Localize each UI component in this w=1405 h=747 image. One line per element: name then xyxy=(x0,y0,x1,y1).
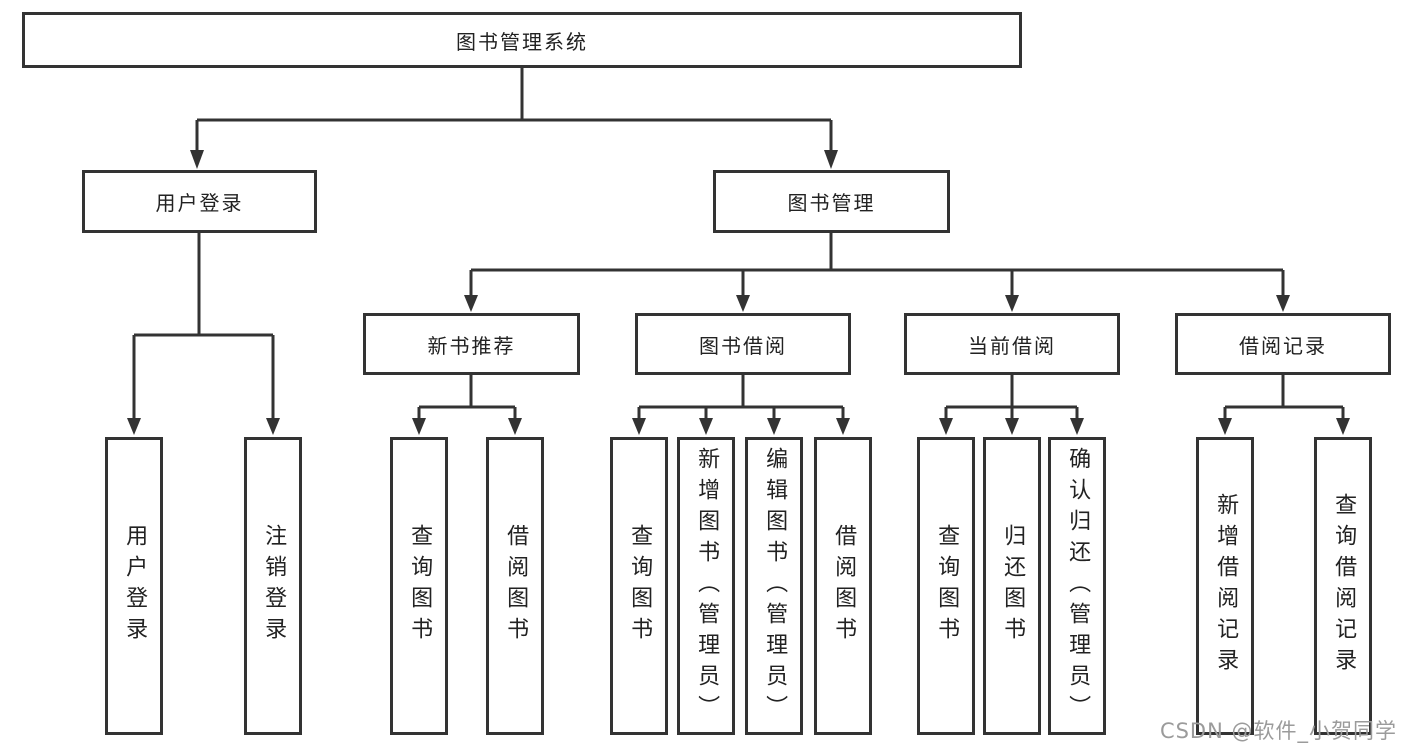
leaf-query-books-1: 查询图书 xyxy=(390,437,448,735)
edge-borrow-records-split xyxy=(1223,375,1345,420)
edge-new-book-rec-split xyxy=(417,375,517,420)
leaf-add-borrow-record-label: 新增借阅记录 xyxy=(1213,493,1239,679)
node-current-borrow-label: 当前借阅 xyxy=(968,333,1056,358)
leaf-query-books-1-label: 查询图书 xyxy=(407,524,433,648)
leaf-borrow-books-1: 借阅图书 xyxy=(486,437,544,735)
edge-user-login-split xyxy=(132,233,275,419)
leaf-add-book-admin-label: 新增图书（管理员） xyxy=(694,446,720,726)
leaf-logout-label: 注销登录 xyxy=(261,524,287,648)
csdn-watermark: CSDN @软件_小贺同学 xyxy=(1159,719,1397,743)
leaf-add-borrow-record: 新增借阅记录 xyxy=(1196,437,1254,735)
node-borrow-records: 借阅记录 xyxy=(1175,313,1391,375)
leaf-edit-book-admin: 编辑图书（管理员） xyxy=(745,437,803,735)
node-current-borrow: 当前借阅 xyxy=(904,313,1120,375)
edge-current-borrow-split xyxy=(944,375,1079,420)
leaf-edit-book-admin-label: 编辑图书（管理员） xyxy=(762,446,788,726)
edge-book-borrow-split xyxy=(637,375,845,420)
leaf-query-books-2: 查询图书 xyxy=(610,437,668,735)
leaf-add-book-admin: 新增图书（管理员） xyxy=(677,437,735,735)
node-user-login-label: 用户登录 xyxy=(155,191,244,215)
node-new-book-rec-label: 新书推荐 xyxy=(427,333,516,358)
node-book-mgmt-label: 图书管理 xyxy=(787,191,876,215)
leaf-borrow-books-2-label: 借阅图书 xyxy=(831,524,857,648)
leaf-return-book-label: 归还图书 xyxy=(1000,524,1026,648)
leaf-return-book: 归还图书 xyxy=(983,437,1041,735)
node-user-login: 用户登录 xyxy=(82,170,317,233)
leaf-query-books-3-label: 查询图书 xyxy=(934,524,960,648)
leaf-user-login: 用户登录 xyxy=(105,437,163,735)
leaf-borrow-books-2: 借阅图书 xyxy=(814,437,872,735)
node-root-label: 图书管理系统 xyxy=(456,29,588,54)
leaf-borrow-books-1-label: 借阅图书 xyxy=(503,524,529,648)
node-root: 图书管理系统 xyxy=(22,12,1022,68)
node-new-book-rec: 新书推荐 xyxy=(363,313,580,375)
node-book-borrow: 图书借阅 xyxy=(635,313,851,375)
leaf-query-borrow-record: 查询借阅记录 xyxy=(1314,437,1372,735)
leaf-query-books-3: 查询图书 xyxy=(917,437,975,735)
leaf-user-login-label: 用户登录 xyxy=(122,524,148,648)
edge-book-mgmt-split xyxy=(469,233,1285,298)
node-book-borrow-label: 图书借阅 xyxy=(699,333,787,358)
leaf-query-books-2-label: 查询图书 xyxy=(627,524,653,648)
leaf-query-borrow-record-label: 查询借阅记录 xyxy=(1331,493,1357,679)
leaf-confirm-return-admin: 确认归还（管理员） xyxy=(1048,437,1106,735)
node-book-mgmt: 图书管理 xyxy=(713,170,950,233)
leaf-logout: 注销登录 xyxy=(244,437,302,735)
edge-root-split xyxy=(195,68,833,152)
node-borrow-records-label: 借阅记录 xyxy=(1239,333,1327,358)
leaf-confirm-return-admin-label: 确认归还（管理员） xyxy=(1065,446,1091,726)
